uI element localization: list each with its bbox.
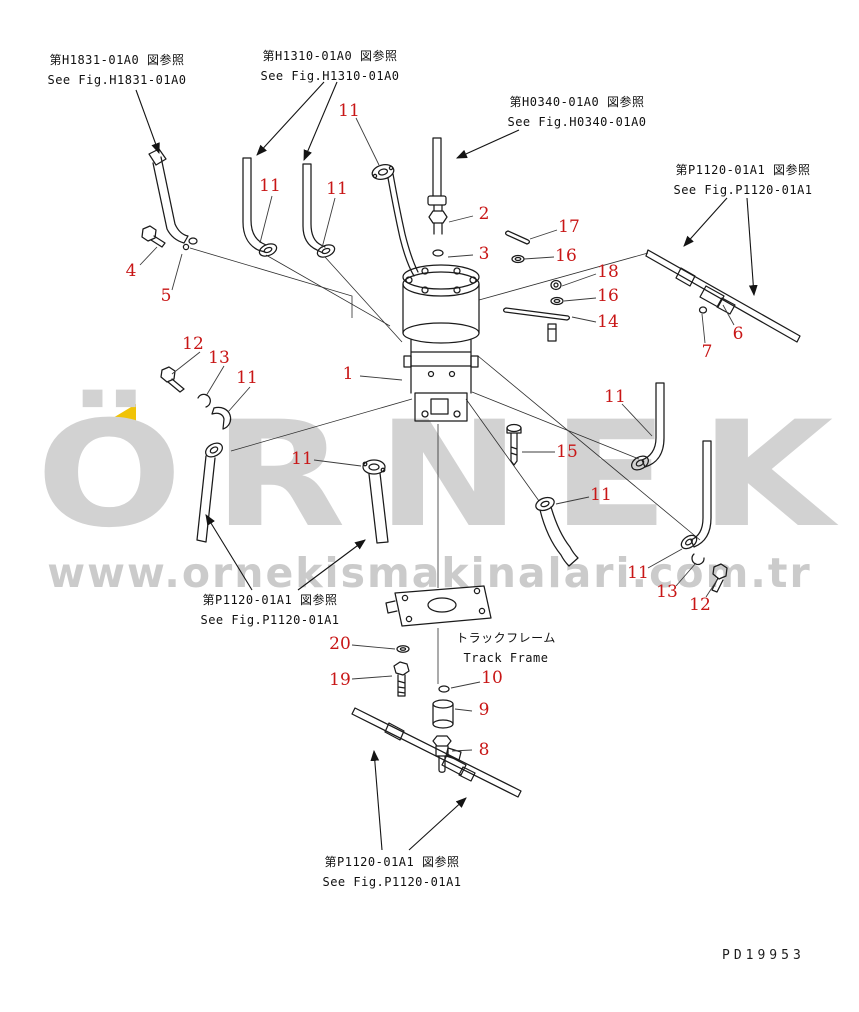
construction-lines bbox=[189, 247, 701, 684]
part-callout: 1 bbox=[342, 364, 354, 384]
part-callout: 2 bbox=[478, 204, 490, 224]
part-callout: 7 bbox=[701, 342, 713, 362]
figure-reference-jp: 第P1120-01A1 図参照 bbox=[675, 163, 811, 177]
part-callout: 6 bbox=[732, 324, 744, 344]
part-callout: 11 bbox=[326, 179, 348, 199]
figure-reference-en: See Fig.H0340-01A0 bbox=[507, 115, 647, 130]
part-callout: 13 bbox=[656, 582, 678, 602]
part-callout: 5 bbox=[160, 286, 172, 306]
reference-arrows bbox=[135, 81, 758, 851]
part-callout: 11 bbox=[291, 449, 313, 469]
doc-number: PD19953 bbox=[722, 948, 805, 963]
figure-reference: 第P1120-01A1 図参照 See Fig.P1120-01A1 bbox=[322, 852, 461, 893]
track-frame-label: トラックフレーム Track Frame bbox=[456, 628, 556, 669]
part-callout: 20 bbox=[329, 634, 351, 654]
track-frame-label-en: Track Frame bbox=[463, 651, 549, 666]
watermark-url: www.ornekismakinalari.com.tr bbox=[47, 549, 812, 597]
part-callout: 11 bbox=[236, 368, 258, 388]
figure-reference-jp: 第H0340-01A0 図参照 bbox=[509, 95, 645, 109]
part-callout: 12 bbox=[689, 595, 711, 615]
figure-reference: 第H1831-01A0 図参照 See Fig.H1831-01A0 bbox=[47, 50, 186, 91]
part-callout: 11 bbox=[604, 387, 626, 407]
figure-reference-jp: 第H1831-01A0 図参照 bbox=[49, 53, 185, 67]
part-callout: 3 bbox=[478, 244, 490, 264]
figure-reference-jp: 第P1120-01A1 図参照 bbox=[202, 593, 338, 607]
part-callout: 14 bbox=[597, 312, 619, 332]
part-callout: 18 bbox=[597, 262, 619, 282]
figure-reference-en: See Fig.P1120-01A1 bbox=[322, 875, 462, 890]
part-callout: 10 bbox=[481, 668, 503, 688]
part-callout: 13 bbox=[208, 348, 230, 368]
figure-reference-en: See Fig.H1831-01A0 bbox=[47, 73, 187, 88]
part-callout: 12 bbox=[182, 334, 204, 354]
figure-reference: 第P1120-01A1 図参照 See Fig.P1120-01A1 bbox=[200, 590, 339, 631]
callout-leader-lines bbox=[139, 117, 735, 752]
figure-reference-en: See Fig.H1310-01A0 bbox=[260, 69, 400, 84]
figure-reference-en: See Fig.P1120-01A1 bbox=[673, 183, 813, 198]
part-callout: 16 bbox=[555, 246, 577, 266]
part-callout: 11 bbox=[338, 101, 360, 121]
part-callout: 4 bbox=[125, 261, 137, 281]
part-callout: 8 bbox=[478, 740, 490, 760]
part-callout: 16 bbox=[597, 286, 619, 306]
figure-reference-jp: 第H1310-01A0 図参照 bbox=[262, 49, 398, 63]
part-callout: 11 bbox=[627, 563, 649, 583]
track-frame-label-jp: トラックフレーム bbox=[456, 631, 556, 645]
part-callout: 11 bbox=[259, 176, 281, 196]
part-callout: 19 bbox=[329, 670, 351, 690]
figure-reference: 第P1120-01A1 図参照 See Fig.P1120-01A1 bbox=[673, 160, 812, 201]
figure-reference: 第H1310-01A0 図参照 See Fig.H1310-01A0 bbox=[260, 46, 399, 87]
figure-reference-en: See Fig.P1120-01A1 bbox=[200, 613, 340, 628]
part-callout: 17 bbox=[558, 217, 580, 237]
figure-reference: 第H0340-01A0 図参照 See Fig.H0340-01A0 bbox=[507, 92, 646, 133]
part-callout: 11 bbox=[590, 485, 612, 505]
watermark-brand: ÖRNEK bbox=[36, 390, 859, 560]
part-callout: 9 bbox=[478, 700, 490, 720]
parts-geometry bbox=[141, 137, 801, 798]
part-callout: 15 bbox=[556, 442, 578, 462]
figure-reference-jp: 第P1120-01A1 図参照 bbox=[324, 855, 460, 869]
